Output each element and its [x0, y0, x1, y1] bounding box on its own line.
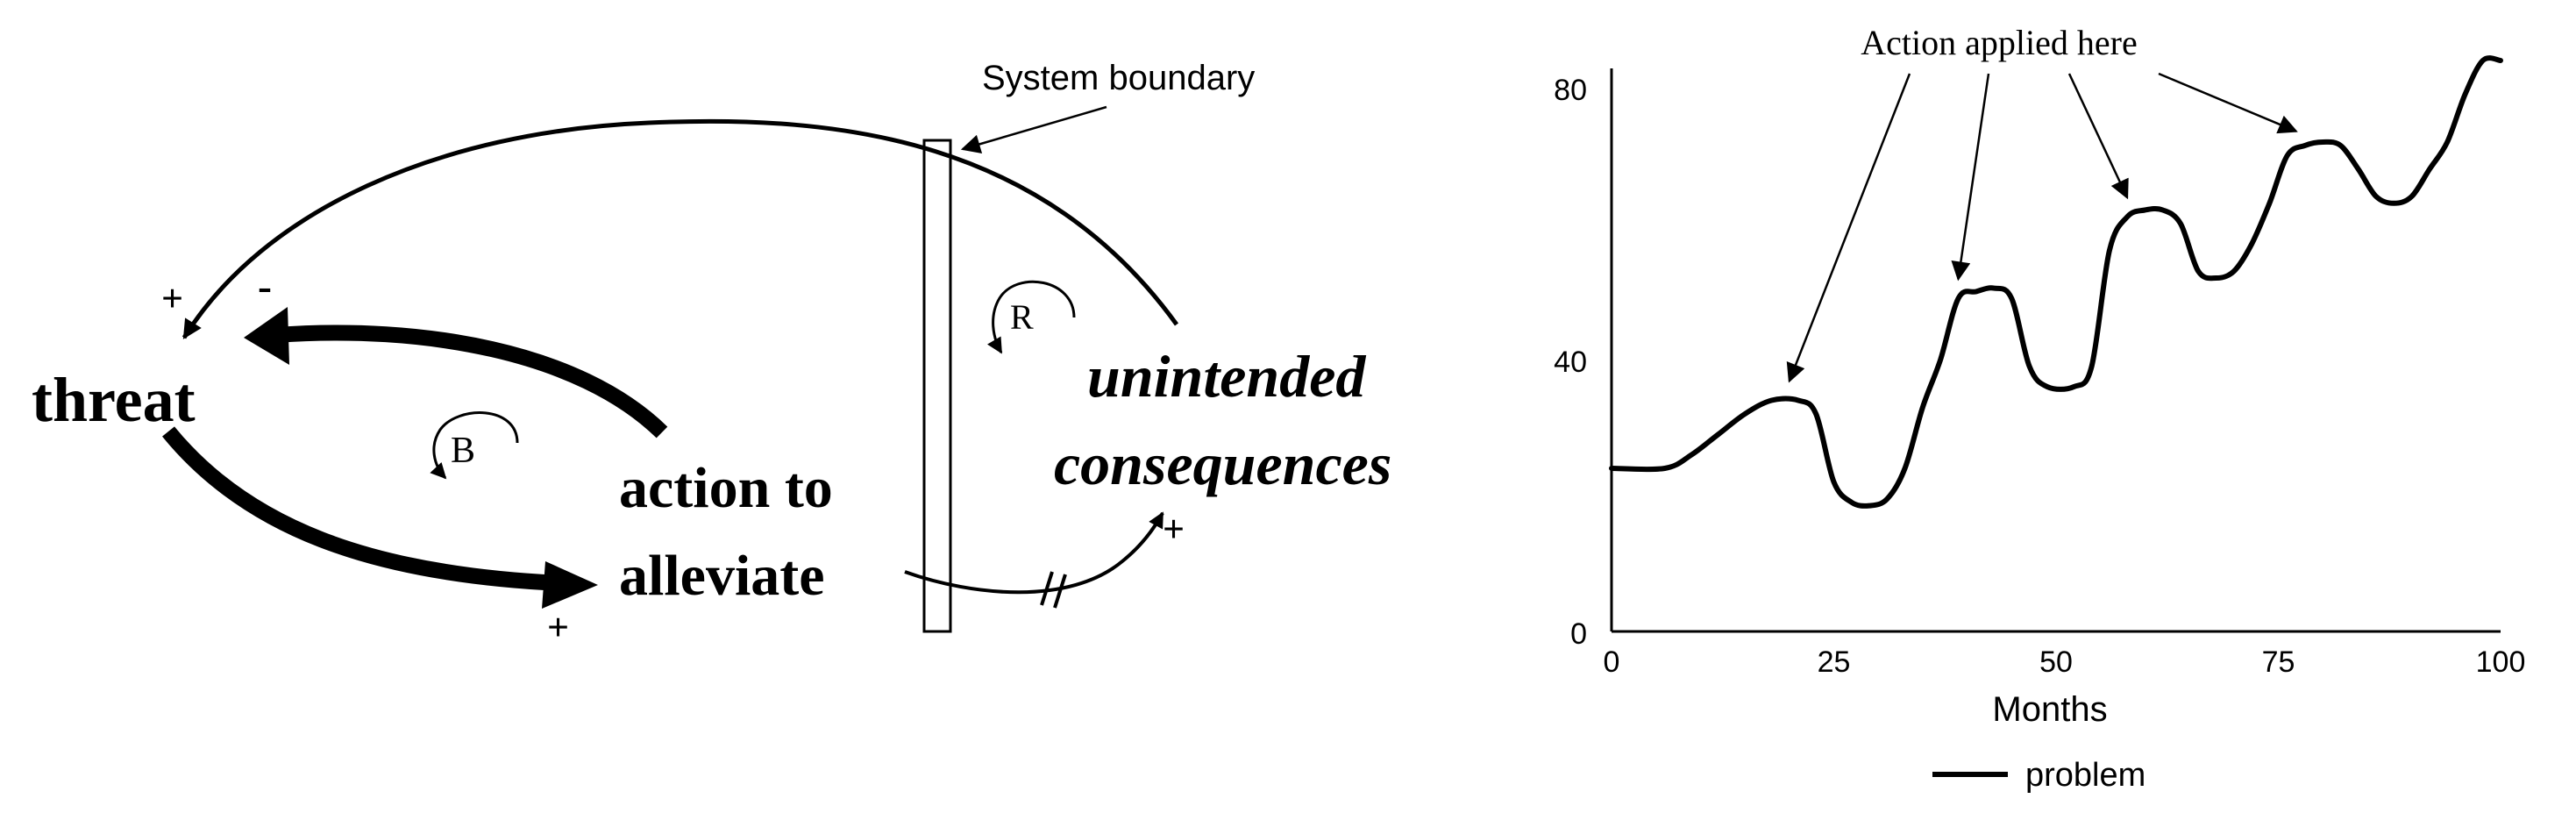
x-tick-label: 75: [2262, 645, 2295, 679]
node-action-line1: action to: [619, 456, 833, 520]
link-action-to-unintended: [904, 511, 1164, 595]
reinforcing-loop-marker: R: [987, 280, 1076, 354]
annotation-arrow: [1786, 73, 1911, 383]
node-unintended-line1: unintended: [1087, 343, 1366, 410]
node-unintended-line2: consequences: [1054, 431, 1391, 497]
polarity-action-to-unintended: +: [1163, 508, 1185, 551]
y-tick-label: 80: [1554, 74, 1587, 107]
legend: problem: [1932, 757, 2145, 794]
polarity-threat-to-action: +: [547, 606, 569, 649]
annotation-arrow: [2067, 73, 2129, 200]
annotation-action-applied: Action applied here: [1861, 23, 2137, 62]
system-boundary-pointer-arrow: [960, 105, 1107, 153]
series-line-problem: [1609, 55, 2503, 509]
reinforcing-loop-label: R: [1010, 297, 1034, 337]
annotation-arrow: [2158, 72, 2298, 134]
balancing-loop-label: B: [451, 431, 475, 471]
node-threat: threat: [32, 365, 196, 435]
node-action-line2: alleviate: [619, 544, 825, 608]
balancing-loop-marker: B: [430, 411, 519, 480]
reinforcing-loop-arrow: [987, 280, 1076, 354]
system-boundary-box: [922, 139, 952, 633]
link-unintended-to-threat: [181, 118, 1179, 339]
balancing-loop-arrow: [430, 411, 519, 480]
y-tick-label: 40: [1554, 346, 1587, 379]
delay-mark: [1040, 571, 1067, 609]
x-tick-label: 0: [1604, 645, 1620, 679]
x-tick-labels: 0 25 50 75 100: [1604, 645, 2526, 679]
link-action-to-threat: [275, 324, 668, 439]
causal-loop-diagram: System boundary + - + + B R threa: [32, 59, 1391, 649]
annotation-arrow: [1951, 73, 1990, 282]
x-axis-label: Months: [1992, 690, 2107, 729]
link-threat-to-action-arrowhead: [542, 561, 598, 609]
system-boundary-label: System boundary: [982, 59, 1255, 97]
y-tick-labels: 0 40 80: [1554, 74, 1587, 651]
x-tick-label: 50: [2039, 645, 2073, 679]
link-threat-to-action: [162, 426, 562, 591]
annotation-arrows: [1786, 72, 2298, 383]
polarity-top-arc-end: +: [161, 277, 183, 320]
legend-label-problem: problem: [2025, 757, 2145, 794]
line-chart: 0 40 80 0 25 50 75 100 Months Action applied h…: [1554, 23, 2525, 794]
x-tick-label: 100: [2476, 645, 2526, 679]
polarity-action-to-threat: -: [258, 263, 272, 310]
y-tick-label: 0: [1570, 617, 1587, 651]
x-tick-label: 25: [1818, 645, 1851, 679]
link-action-to-threat-arrowhead: [244, 307, 289, 365]
